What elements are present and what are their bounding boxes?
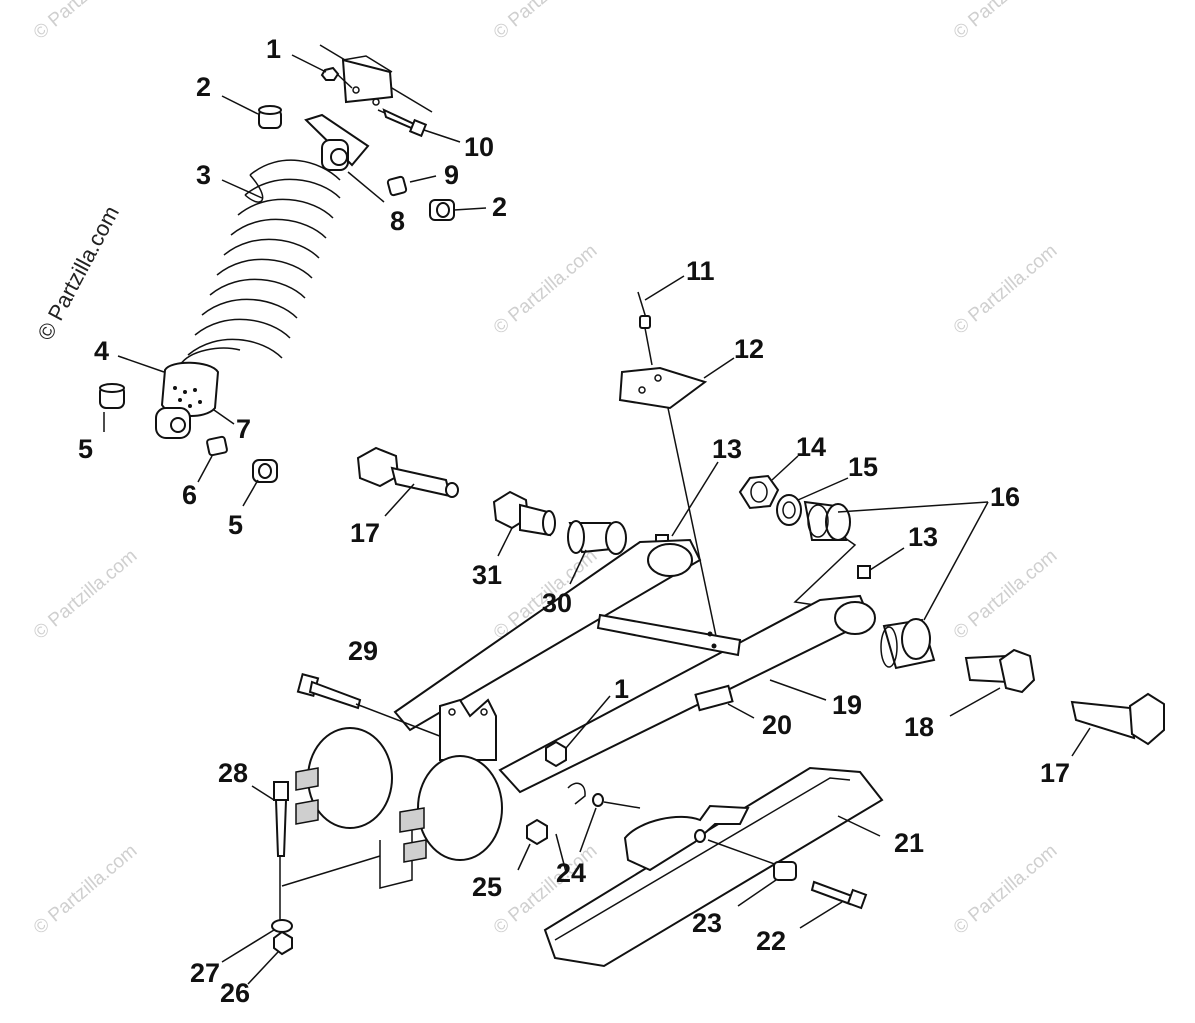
shock-absorber-spring (155, 139, 349, 439)
callout-29: 29 (348, 636, 378, 666)
watermark-faint: © Partzilla.com (490, 0, 602, 44)
bushing-2-right (429, 199, 455, 221)
callout-2: 2 (196, 72, 211, 102)
callout-23: 23 (692, 908, 722, 938)
bushing-16-upper (793, 500, 857, 606)
callout-1: 1 (266, 34, 281, 64)
callout-21: 21 (894, 828, 924, 858)
bushing-30 (567, 520, 627, 555)
callout-3: 3 (196, 160, 211, 190)
callout-13: 13 (712, 434, 742, 464)
mount-bracket (439, 698, 497, 761)
watermark-faint: © Partzilla.com (950, 240, 1062, 338)
watermark-faint: © Partzilla.com (490, 240, 602, 338)
callout-14: 14 (796, 432, 826, 462)
watermark-faint: © Partzilla.com (950, 545, 1062, 643)
bushing-2-top (258, 105, 282, 129)
callout-30: 30 (542, 588, 572, 618)
callout-27: 27 (190, 958, 220, 988)
swing-arm-19 (393, 538, 876, 794)
callout-6: 6 (182, 480, 197, 510)
bolt-17-lower (1070, 692, 1165, 746)
callout-25: 25 (472, 872, 502, 902)
clamp-right (399, 755, 503, 863)
bolt-18 (964, 648, 1036, 694)
bolt-10 (377, 108, 428, 138)
callout-11: 11 (686, 256, 715, 286)
bushing-5-left (99, 383, 125, 409)
callout-5: 5 (228, 510, 243, 540)
callout-26: 26 (220, 978, 250, 1008)
bushing-16-lower (880, 618, 936, 670)
bushing-5-right (252, 459, 278, 483)
callout-31: 31 (472, 560, 502, 590)
callout-12: 12 (734, 334, 764, 364)
callout-9: 9 (444, 160, 459, 190)
rivet-11 (637, 291, 653, 366)
callout-10: 10 (464, 132, 494, 162)
watermark-faint: © Partzilla.com (30, 840, 142, 938)
callout-28: 28 (218, 758, 248, 788)
nut-26 (273, 930, 293, 956)
callout-1: 1 (614, 674, 629, 704)
callout-8: 8 (390, 206, 405, 236)
bolt-28 (273, 781, 381, 920)
bolt-17-upper (356, 446, 459, 498)
nut-25 (526, 818, 548, 846)
sleeve-9 (386, 175, 408, 197)
slide-rail-21 (543, 766, 884, 968)
washer-27 (271, 919, 293, 933)
callout-17: 17 (350, 518, 380, 548)
washer-15 (776, 494, 802, 526)
grease-fitting-13-right (857, 565, 871, 579)
sleeve-6 (206, 435, 228, 457)
callout-17: 17 (1040, 758, 1070, 788)
leader-lines (103, 54, 1091, 985)
clamp-left (295, 727, 413, 889)
callout-24: 24 (556, 858, 586, 888)
callout-16: 16 (990, 482, 1020, 512)
callout-15: 15 (848, 452, 878, 482)
nut-14 (738, 474, 780, 510)
callout-labels: 1 2 10 3 9 2 8 11 12 4 7 5 6 5 13 14 15 … (78, 34, 1070, 1008)
nut-1-lower (545, 740, 567, 768)
callout-5: 5 (78, 434, 93, 464)
plate-12 (618, 366, 717, 637)
callout-22: 22 (756, 926, 786, 956)
washer-24 (567, 782, 641, 809)
nut-1-top (320, 66, 353, 89)
watermark-faint: © Partzilla.com (30, 0, 142, 44)
watermark-grid: © Partzilla.com © Partzilla.com © Partzi… (30, 0, 1062, 939)
watermark-faint: © Partzilla.com (950, 0, 1062, 44)
callout-4: 4 (94, 336, 109, 366)
callout-13: 13 (908, 522, 938, 552)
bolt-22 (810, 880, 868, 910)
bolt-29 (296, 673, 451, 741)
bolt-31 (492, 490, 556, 537)
spacer-23 (707, 839, 797, 881)
watermark-main: © Partzilla.com (32, 202, 124, 345)
callout-20: 20 (762, 710, 792, 740)
callout-18: 18 (904, 712, 934, 742)
callout-2: 2 (492, 192, 507, 222)
callout-19: 19 (832, 690, 862, 720)
watermark-faint: © Partzilla.com (950, 840, 1062, 938)
callout-7: 7 (236, 414, 251, 444)
watermark-faint: © Partzilla.com (30, 545, 142, 643)
